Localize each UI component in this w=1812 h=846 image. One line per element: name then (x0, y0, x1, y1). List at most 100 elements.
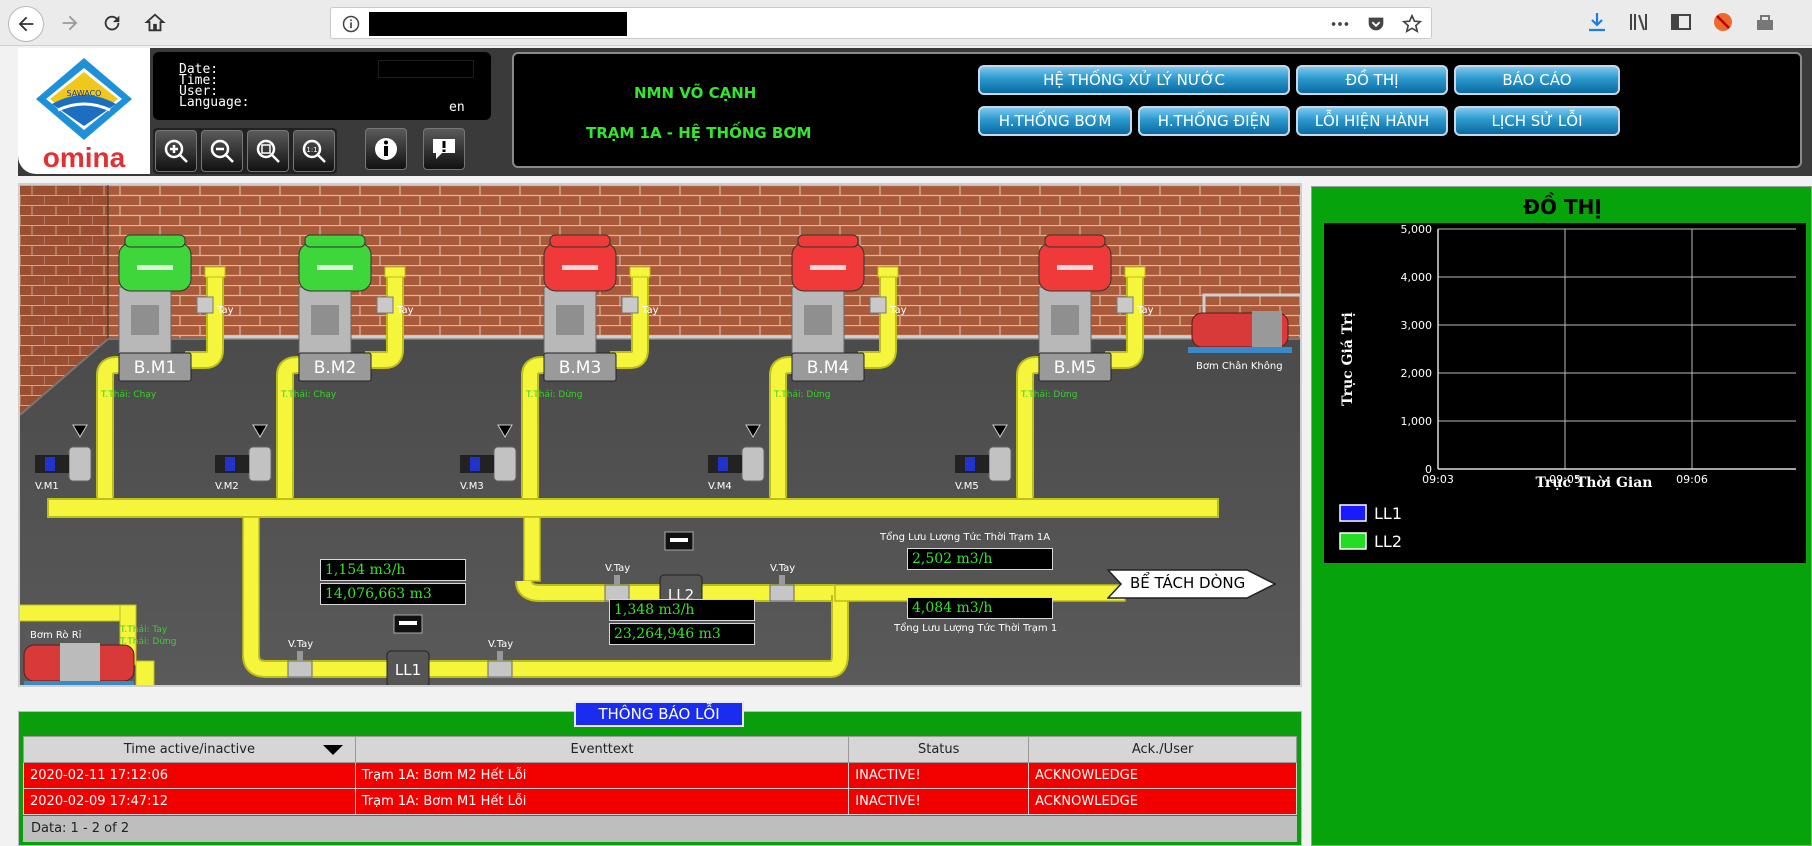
x-tick-label: 09:05 (1549, 473, 1581, 486)
browser-toolbar-right (1585, 10, 1777, 34)
logo-text: omina (42, 142, 126, 173)
date-value-redacted (378, 60, 474, 78)
alarm-event: Trạm 1A: Bơm M1 Hết Lỗi (354, 788, 850, 815)
alarm-message-button[interactable] (423, 128, 465, 170)
y-axis-label: Trục Giá Trị (1340, 312, 1356, 406)
pump-label: B.M5 (1054, 358, 1097, 378)
vacuum-pump[interactable]: Bơm Chân Không (1188, 293, 1300, 372)
reload-button[interactable] (97, 8, 127, 38)
url-actions (1329, 12, 1423, 36)
more-dots-icon[interactable] (1329, 13, 1351, 35)
station-1-caption: Tổng Lưu Lượng Tức Thời Trạm 1 (894, 623, 1058, 634)
table-row[interactable]: 2020-02-09 17:47:12 Trạm 1A: Bơm M1 Hết … (23, 788, 1297, 815)
nav-error-history-button[interactable]: LỊCH SỬ LỖI (1454, 106, 1620, 136)
pocket-icon[interactable] (1365, 13, 1387, 35)
column-header-time[interactable]: Time active/inactive (23, 736, 356, 763)
arrow-right-icon (62, 15, 78, 31)
separation-tank-label: BỂ TÁCH DÒNG (1130, 574, 1246, 592)
manual-valve-label: V.Tay (288, 639, 313, 650)
column-header-ack[interactable]: Ack./User (1028, 736, 1297, 763)
nav-report-button[interactable]: BÁO CÁO (1454, 65, 1620, 95)
library-icon[interactable] (1627, 10, 1651, 34)
logo-mark-icon: SAWACO (36, 58, 132, 140)
zoom-reset-button[interactable]: 1:1 (293, 130, 335, 172)
extension-icon[interactable] (1753, 10, 1777, 34)
legend-swatch (1339, 504, 1367, 522)
alarm-time: 2020-02-11 17:12:06 (23, 762, 356, 789)
y-tick-label: 0 (1425, 463, 1432, 476)
y-tick-label: 2,000 (1401, 367, 1433, 380)
url-bar[interactable] (330, 7, 1432, 39)
trend-chart-panel: ĐỒ THỊ Trục Giá Trị Trục Thời Gian 5,000… (1311, 186, 1812, 846)
info-button[interactable] (365, 128, 407, 170)
ll1-total-readout: 14,076,663 m3 (320, 583, 466, 605)
download-icon[interactable] (1585, 10, 1609, 34)
info-circle-icon[interactable] (341, 14, 361, 34)
pump-valve-label: V.M2 (215, 481, 239, 492)
station-1-readout: 4,084 m3/h (907, 597, 1053, 619)
ll1-label: LL1 (395, 661, 421, 679)
scada-header: SAWACO omina Date: Time: User: Language:… (18, 48, 1812, 176)
legend-label: LL2 (1374, 532, 1402, 551)
blocker-icon[interactable] (1711, 10, 1735, 34)
alarm-time: 2020-02-09 17:47:12 (23, 788, 356, 815)
forward-button[interactable] (55, 8, 85, 38)
manual-valve[interactable]: V.Tay (287, 639, 313, 678)
zoom-out-button[interactable] (201, 130, 243, 172)
pump-status: T.Thái: Dừng (773, 390, 830, 400)
pump-label: B.M1 (134, 358, 177, 378)
alarm-ack: ACKNOWLEDGE (1028, 762, 1297, 789)
title-panel: NMN VÕ CẠNH TRẠM 1A - HỆ THỐNG BƠM HỆ TH… (512, 52, 1802, 168)
alarm-ack: ACKNOWLEDGE (1028, 788, 1297, 815)
station-subtitle: TRẠM 1A - HỆ THỐNG BƠM (586, 124, 812, 142)
alarm-panel-title[interactable]: THÔNG BÁO LỖI (574, 701, 744, 727)
sort-desc-icon[interactable] (322, 745, 343, 755)
nav-current-errors-button[interactable]: LỖI HIỆN HÀNH (1296, 106, 1448, 136)
home-icon (144, 13, 166, 32)
manual-valve-label: V.Tay (770, 563, 795, 574)
star-icon[interactable] (1401, 13, 1423, 35)
manual-valve-label: V.Tay (605, 563, 630, 574)
sidebar-icon[interactable] (1669, 10, 1693, 34)
x-tick-label: 09:06 (1676, 473, 1708, 486)
nav-pump-system-button[interactable]: H.THỐNG BƠM (978, 106, 1132, 136)
column-header-eventtext[interactable]: Eventtext (354, 736, 850, 763)
y-tick-label: 5,000 (1401, 223, 1433, 236)
separation-tank-arrow[interactable] (1107, 569, 1277, 599)
station-1a-readout: 2,502 m3/h (907, 548, 1053, 570)
alarm-table-header: Time active/inactive Eventtext Status Ac… (23, 736, 1297, 763)
home-button[interactable] (140, 8, 170, 38)
manual-valve[interactable]: V.Tay (769, 563, 795, 602)
pump-label: B.M4 (807, 358, 850, 378)
manual-valve-label: V.Tay (488, 639, 513, 650)
pump-valve-label: V.M3 (460, 481, 484, 492)
leak-pump-status-1: T.Thái: Tay (119, 625, 168, 635)
alarm-panel: THÔNG BÁO LỖI Time active/inactive Event… (18, 701, 1302, 846)
table-row[interactable]: 2020-02-11 17:12:06 Trạm 1A: Bơm M2 Hết … (23, 762, 1297, 789)
user-label: User: (179, 84, 219, 99)
station-1a-caption: Tổng Lưu Lượng Tức Thời Trạm 1A (880, 532, 1051, 543)
pump-valve-label: V.M5 (955, 481, 979, 492)
pump-status: T.Thái: Dừng (525, 390, 582, 400)
pump-valve-label: V.M4 (708, 481, 732, 492)
leak-pump[interactable]: Bơm Rò Rỉ T.Thái: Tay T.Thái: Dừng (20, 604, 176, 687)
nav-chart-button[interactable]: ĐỒ THỊ (1296, 65, 1448, 95)
column-header-status[interactable]: Status (848, 736, 1030, 763)
manual-valve[interactable]: V.Tay (487, 639, 513, 678)
zoom-in-button[interactable] (155, 130, 197, 172)
nav-water-system-button[interactable]: HỆ THỐNG XỬ LÝ NƯỚC (978, 65, 1290, 95)
language-label: Language: (179, 95, 250, 110)
nav-power-system-button[interactable]: H.THỐNG ĐIỆN (1138, 106, 1290, 136)
back-button[interactable] (8, 6, 44, 42)
ll1-meter[interactable]: LL1 (386, 614, 430, 687)
zoom-fit-button[interactable] (247, 130, 289, 172)
